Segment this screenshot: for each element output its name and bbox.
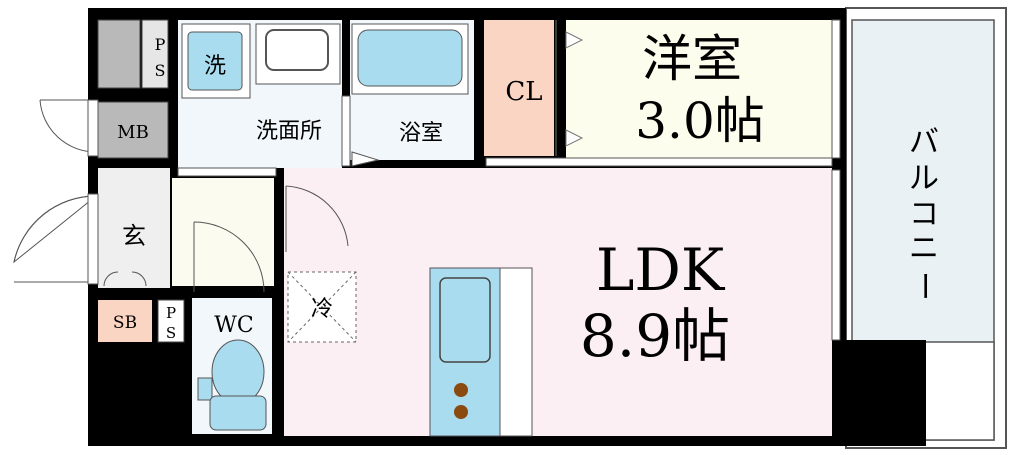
sb-label: SB bbox=[113, 313, 137, 333]
bathtub bbox=[351, 23, 469, 95]
ps-bottom bbox=[157, 299, 185, 343]
kitchen-counter bbox=[429, 267, 533, 437]
wash-basin bbox=[255, 23, 341, 85]
mb-label: MB bbox=[117, 122, 149, 143]
ldk-name: LDK bbox=[596, 236, 726, 304]
western-sliding-door bbox=[485, 157, 833, 167]
ldk bbox=[284, 168, 832, 436]
western-room-name: 洋室 bbox=[642, 30, 742, 88]
ps-top bbox=[141, 19, 169, 89]
sb-closet bbox=[98, 300, 152, 342]
bath-door bbox=[341, 95, 380, 167]
mb-closet bbox=[97, 101, 169, 159]
ps-bottom-label: P bbox=[166, 304, 176, 322]
western-room bbox=[566, 20, 832, 158]
sb-door bbox=[103, 271, 147, 287]
bathroom-label: 浴室 bbox=[399, 121, 443, 146]
balcony-label: ル bbox=[909, 161, 939, 196]
washroom-label: 洗面所 bbox=[256, 119, 322, 144]
stove-burner bbox=[454, 383, 468, 397]
ps-bottom-label: S bbox=[166, 324, 176, 342]
entrance-label: 玄 bbox=[122, 222, 146, 250]
washroom-sliding-door bbox=[177, 167, 277, 177]
entrance bbox=[98, 168, 170, 288]
washing-machine-label: 洗 bbox=[204, 54, 226, 79]
ps-top-gray bbox=[97, 19, 141, 89]
toilet bbox=[197, 339, 267, 431]
wc-door bbox=[193, 221, 265, 293]
closet-sliding-doors bbox=[555, 20, 584, 156]
balcony-label: コ bbox=[909, 197, 939, 232]
ps-top-label: P bbox=[155, 35, 166, 54]
washing-machine bbox=[181, 23, 251, 99]
ldk-size: 8.9帖 bbox=[580, 302, 730, 370]
ldk-door bbox=[285, 185, 349, 252]
mb-door bbox=[39, 99, 99, 157]
balcony-label: バ bbox=[909, 125, 939, 160]
wc-label: WC bbox=[214, 313, 253, 338]
balcony-label: ニ bbox=[909, 231, 939, 266]
ps-top-label: S bbox=[155, 61, 166, 80]
cl-label: CL bbox=[505, 77, 542, 107]
stove-burner bbox=[454, 405, 468, 419]
fridge-label: 冷 bbox=[311, 297, 333, 322]
balcony-window bbox=[831, 19, 841, 341]
cl-closet bbox=[484, 20, 554, 156]
hallway bbox=[172, 178, 274, 286]
front-door bbox=[13, 193, 99, 285]
western-room-size: 3.0帖 bbox=[635, 92, 765, 150]
balcony-label: ー bbox=[906, 271, 941, 301]
